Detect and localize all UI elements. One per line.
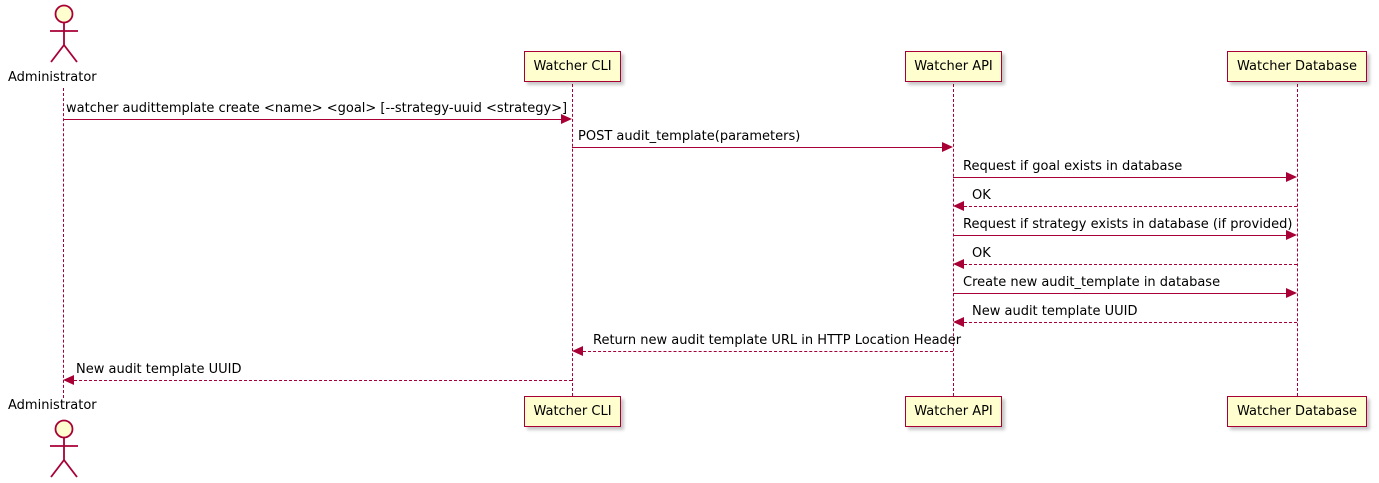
message-arrowhead-1 bbox=[561, 114, 572, 124]
message-label-1: watcher audittemplate create <name> <goa… bbox=[66, 101, 568, 116]
actor-administrator-bottom bbox=[50, 419, 78, 478]
message-line-1 bbox=[63, 119, 561, 120]
message-label-7: Create new audit_template in database bbox=[963, 275, 1221, 290]
message-line-2 bbox=[572, 147, 942, 148]
message-label-8: New audit template UUID bbox=[972, 304, 1138, 319]
actor-label-administrator-bottom: Administrator bbox=[8, 398, 97, 413]
message-label-2: POST audit_template(parameters) bbox=[578, 129, 801, 144]
message-label-4: OK bbox=[972, 188, 991, 203]
participant-watcher-cli-top[interactable]: Watcher CLI bbox=[524, 51, 621, 82]
message-arrowhead-4 bbox=[953, 201, 964, 211]
message-arrowhead-5 bbox=[1286, 230, 1297, 240]
message-arrowhead-3 bbox=[1286, 172, 1297, 182]
actor-administrator-top bbox=[50, 4, 78, 63]
message-line-7 bbox=[953, 293, 1286, 294]
message-arrowhead-8 bbox=[953, 317, 964, 327]
message-label-9: Return new audit template URL in HTTP Lo… bbox=[593, 333, 962, 348]
message-arrowhead-10 bbox=[63, 375, 74, 385]
message-label-6: OK bbox=[972, 246, 991, 261]
lifeline-administrator bbox=[63, 88, 64, 398]
lifeline-watcher-database bbox=[1297, 84, 1298, 396]
message-label-5: Request if strategy exists in database (… bbox=[963, 217, 1293, 232]
message-line-4 bbox=[964, 206, 1297, 207]
message-arrowhead-2 bbox=[942, 142, 953, 152]
actor-label-administrator-top: Administrator bbox=[8, 70, 97, 85]
participant-watcher-cli-bottom[interactable]: Watcher CLI bbox=[524, 396, 621, 427]
message-arrowhead-6 bbox=[953, 259, 964, 269]
participant-watcher-api-bottom[interactable]: Watcher API bbox=[905, 396, 1002, 427]
lifeline-watcher-api bbox=[953, 84, 954, 396]
participant-watcher-database-top[interactable]: Watcher Database bbox=[1227, 51, 1367, 82]
message-line-9 bbox=[583, 351, 953, 352]
message-line-3 bbox=[953, 177, 1286, 178]
message-label-10: New audit template UUID bbox=[76, 362, 242, 377]
message-line-8 bbox=[964, 322, 1297, 323]
participant-watcher-api-top[interactable]: Watcher API bbox=[905, 51, 1002, 82]
lifeline-watcher-cli bbox=[572, 84, 573, 396]
message-arrowhead-9 bbox=[572, 346, 583, 356]
message-arrowhead-7 bbox=[1286, 288, 1297, 298]
message-line-10 bbox=[74, 380, 572, 381]
participant-watcher-database-bottom[interactable]: Watcher Database bbox=[1227, 396, 1367, 427]
message-line-5 bbox=[953, 235, 1286, 236]
message-label-3: Request if goal exists in database bbox=[963, 159, 1183, 174]
message-line-6 bbox=[964, 264, 1297, 265]
